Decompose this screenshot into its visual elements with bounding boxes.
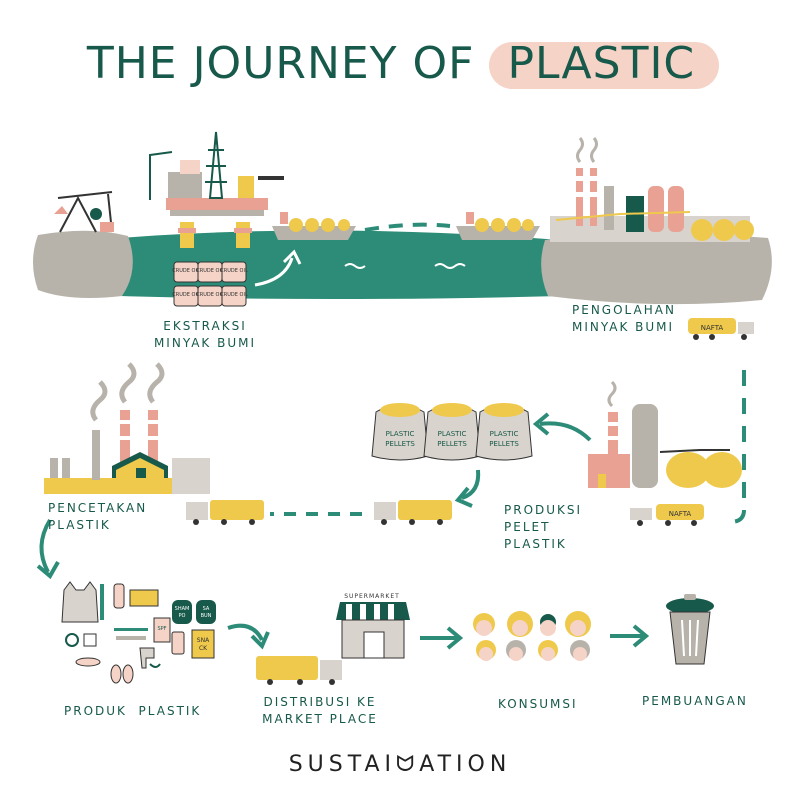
- trash-bin-icon: [666, 594, 714, 665]
- route-dashed-line: [729, 370, 746, 524]
- shampoo-bottle-icon: SHAM PO: [172, 600, 192, 624]
- refinery-icon: [550, 137, 754, 242]
- curved-arrow-icon: [539, 421, 592, 442]
- stage-label-disposal: PEMBUANGAN: [642, 694, 748, 708]
- stage-label-distribution: DISTRIBUSI KE MARKET PLACE: [262, 695, 378, 726]
- person-head: [473, 613, 495, 636]
- sack-label: PLASTIC: [490, 430, 519, 438]
- svg-text:BUN: BUN: [201, 613, 212, 619]
- stage-label-molding: PENCETAKAN PLASTIK: [48, 501, 148, 532]
- route-dashed-line: [364, 222, 451, 232]
- title-main: THE JOURNEY OF: [86, 38, 475, 89]
- cable-icon: [149, 663, 161, 668]
- sack-label: PLASTIC: [438, 430, 467, 438]
- nafta-truck-icon: NAFTA: [630, 504, 704, 526]
- svg-text:SA: SA: [203, 606, 210, 612]
- land-right: [541, 233, 772, 305]
- sack-label: PELLETS: [437, 440, 467, 448]
- snack-pack-icon: SNA CK: [191, 629, 215, 659]
- barrel-label: CRUDE OIL: [220, 292, 248, 298]
- phone-icon: [171, 631, 185, 655]
- person-head: [570, 640, 590, 661]
- person-head: [540, 614, 556, 636]
- sandals-icon: [110, 664, 134, 684]
- svg-text:SPF: SPF: [157, 626, 166, 632]
- barrel-label: CRUDE OIL: [196, 268, 224, 274]
- comb-icon: [116, 636, 146, 640]
- stage-label-extraction: EKSTRAKSI MINYAK BUMI: [153, 319, 257, 350]
- arrow-right-icon: [610, 624, 650, 648]
- cargo-truck-icon: [374, 500, 452, 525]
- toothbrush-icon: [114, 628, 148, 631]
- curved-arrow-icon: [39, 518, 52, 573]
- plastic-bag-icon: [61, 581, 99, 623]
- curved-arrow-icon: [461, 469, 481, 500]
- title-highlight: PLASTIC: [489, 38, 719, 89]
- crude-oil-barrels: CRUDE OIL CRUDE OIL CRUDE OIL CRUDE OIL …: [172, 261, 248, 307]
- tanker-ship-icon: [456, 212, 540, 240]
- barrel: CRUDE OIL: [220, 285, 248, 307]
- land-left: [33, 230, 133, 298]
- barrel: CRUDE OIL: [220, 261, 248, 283]
- consumers-icon: [473, 611, 591, 661]
- pellet-sack: PLASTIC PELLETS: [371, 403, 429, 461]
- svg-text:SHAM: SHAM: [175, 606, 190, 612]
- brand-logo: SUSTAIᗢATION: [288, 752, 512, 777]
- stage-label-products: PRODUK PLASTIK: [64, 704, 202, 718]
- truck-label: NAFTA: [669, 510, 692, 518]
- mug-icon: [83, 633, 97, 647]
- cargo-truck-icon: [186, 500, 264, 525]
- pellet-plant-icon: [588, 380, 742, 488]
- hair-dryer-icon: [139, 647, 155, 669]
- person-head: [538, 640, 558, 661]
- person-head: [507, 611, 533, 637]
- barrel-label: CRUDE OIL: [172, 292, 200, 298]
- sack-label: PELLETS: [489, 440, 519, 448]
- page-title: THE JOURNEY OF PLASTIC: [0, 38, 800, 89]
- svg-text:PO: PO: [179, 613, 186, 619]
- truck-label: NAFTA: [701, 324, 724, 332]
- sack-label: PLASTIC: [386, 430, 415, 438]
- tanker-ship-icon: [272, 212, 356, 240]
- svg-text:SNA: SNA: [197, 637, 210, 644]
- container-icon: [129, 589, 159, 607]
- stage-label-consumption: KONSUMSI: [498, 697, 578, 711]
- plate-icon: [75, 657, 101, 667]
- svg-text:CK: CK: [199, 645, 208, 652]
- barrel-label: CRUDE OIL: [220, 268, 248, 274]
- pellet-sack: PLASTIC PELLETS: [423, 403, 481, 461]
- bottle-icon: [113, 583, 125, 609]
- barrel-label: CRUDE OIL: [196, 292, 224, 298]
- supermarket-label: SUPERMARKET: [344, 593, 400, 600]
- sack-label: PELLETS: [385, 440, 415, 448]
- sunscreen-tube-icon: SPF: [153, 617, 171, 643]
- curved-arrow-icon: [227, 623, 264, 641]
- cargo-truck-icon: [256, 656, 342, 685]
- arrow-right-icon: [420, 626, 464, 650]
- person-head: [506, 640, 526, 661]
- pumpjack-icon: [54, 191, 114, 233]
- sea-waves: [344, 263, 466, 269]
- curved-arrow-icon: [254, 257, 294, 287]
- stage-label-pellet-production: PRODUKSI PELET PLASTIK: [504, 503, 583, 551]
- person-head: [565, 611, 591, 637]
- factory-icon: [44, 362, 210, 494]
- plastic-products: SHAM PO SA BUN SPF SNA CK: [61, 581, 216, 684]
- pellet-sack: PLASTIC PELLETS: [475, 403, 533, 461]
- nafta-truck-icon: NAFTA: [688, 318, 754, 340]
- cup-icon: [65, 633, 79, 647]
- soap-bottle-icon: SA BUN: [196, 600, 216, 624]
- barrel-label: CRUDE OIL: [172, 268, 200, 274]
- supermarket-icon: SUPERMARKET: [336, 593, 410, 659]
- oil-rig-icon: [149, 131, 284, 248]
- person-head: [476, 640, 496, 661]
- stage-label-refining: PENGOLAHAN MINYAK BUMI: [572, 303, 676, 334]
- straw-icon: [100, 584, 104, 620]
- barrel: CRUDE OIL: [196, 261, 224, 283]
